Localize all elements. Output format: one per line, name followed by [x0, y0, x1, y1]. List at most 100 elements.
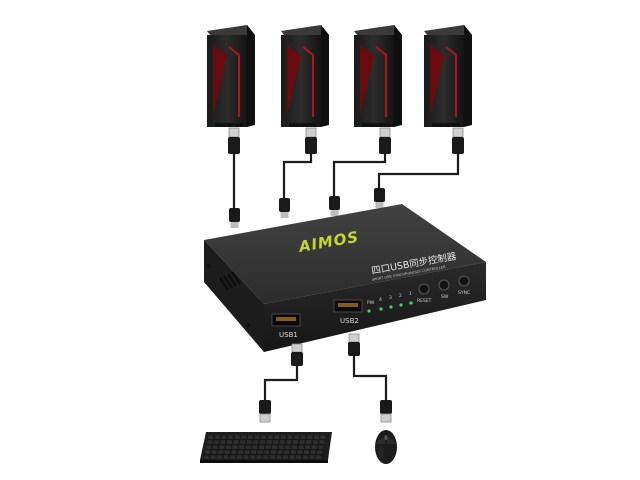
- keyboard-key: [316, 449, 323, 455]
- keyboard-key: [284, 444, 291, 450]
- keyboard-key: [226, 439, 233, 445]
- usb-cable-4: [377, 154, 460, 196]
- keyboard-key: [297, 444, 305, 450]
- keyboard-key: [224, 449, 231, 455]
- sync-button[interactable]: [458, 275, 470, 287]
- keyboard-key: [282, 454, 289, 460]
- keyboard-key: [317, 444, 324, 450]
- side-screw: [246, 323, 250, 327]
- usb-a-plug-4: [452, 127, 464, 154]
- keyboard-cable: [263, 356, 299, 404]
- keyboard-key: [296, 449, 303, 455]
- keyboard-key: [275, 454, 283, 460]
- keyboard-key: [260, 434, 267, 440]
- usb-b-plug-2: [279, 198, 290, 218]
- keyboard-key: [303, 449, 310, 455]
- keyboard-key: [310, 449, 317, 455]
- keyboard-key: [263, 449, 270, 455]
- keyboard-key: [285, 439, 292, 445]
- keyboard-keys: [203, 434, 327, 460]
- usb-b-plug-3: [329, 196, 340, 216]
- keyboard-key: [252, 439, 259, 445]
- keyboard-key: [286, 434, 294, 440]
- led-label-3: 3: [389, 295, 392, 301]
- keyboard-key: [217, 449, 224, 455]
- usb-a-plug-mouse: [380, 400, 392, 423]
- led-label-pw: PW: [367, 300, 375, 306]
- keyboard-key: [223, 454, 230, 460]
- keyboard-key: [304, 444, 311, 450]
- keyboard-key: [206, 439, 213, 445]
- keyboard-key: [205, 444, 212, 450]
- keyboard-key: [299, 439, 306, 445]
- keyboard-key: [236, 454, 243, 460]
- keyboard-key: [234, 434, 241, 440]
- usb-port-1-label: USB1: [279, 331, 298, 339]
- keyboard-key: [273, 434, 280, 440]
- led-label-2: 2: [399, 293, 402, 299]
- keyboard-key: [209, 454, 217, 460]
- usb-b-plug-1: [229, 208, 240, 228]
- usb-b-plug-4: [374, 188, 385, 208]
- reset-button[interactable]: [418, 283, 430, 295]
- usb-a-plug-2: [305, 127, 317, 154]
- led-indicators: PW 4 3 2 1: [367, 291, 413, 313]
- led-1: [409, 301, 413, 305]
- keyboard-key: [251, 444, 258, 450]
- computer-tower-2: [281, 25, 329, 127]
- keyboard-key: [258, 444, 265, 450]
- keyboard-key: [207, 434, 214, 440]
- usb-a-plug-keyboard-switch: [291, 343, 303, 366]
- keyboard-key: [291, 444, 298, 450]
- keyboard-key: [253, 434, 261, 440]
- keyboard-key: [244, 449, 251, 455]
- keyboard-key: [216, 454, 223, 460]
- keyboard-key: [269, 454, 276, 460]
- keyboard-key: [211, 449, 218, 455]
- keyboard-key: [256, 454, 263, 460]
- keyboard-key: [203, 454, 210, 460]
- keyboard-key: [315, 454, 322, 460]
- keyboard-key: [213, 439, 220, 445]
- keyboard-key: [295, 454, 302, 460]
- keyboard-key: [277, 449, 284, 455]
- keyboard-key: [218, 444, 225, 450]
- usb-a-plug-3: [379, 127, 391, 154]
- led-3: [389, 305, 393, 309]
- computer-tower-1: [207, 25, 255, 127]
- keyboard-key: [240, 434, 247, 440]
- keyboard-key: [283, 449, 290, 455]
- sw-button-label: SW: [441, 294, 449, 300]
- keyboard-key: [257, 449, 264, 455]
- keyboard-key: [204, 449, 211, 455]
- usb-a-plug-keyboard: [259, 400, 271, 423]
- keyboard-key: [272, 439, 279, 445]
- keyboard-key: [280, 434, 287, 440]
- keyboard-key: [245, 444, 252, 450]
- usb-port-1: [271, 313, 301, 327]
- keyboard-key: [312, 439, 319, 445]
- keyboard-key: [219, 439, 226, 445]
- sync-button-label: SYNC: [458, 290, 470, 296]
- usb-cable-2: [282, 154, 313, 200]
- usb-switch-box: [204, 204, 486, 352]
- keyboard-key: [230, 449, 237, 455]
- keyboard: [200, 432, 332, 463]
- keyboard-key: [231, 444, 239, 450]
- keyboard-key: [311, 444, 318, 450]
- keyboard-key: [278, 444, 285, 450]
- usb-a-plug-1: [228, 127, 240, 154]
- keyboard-key: [266, 439, 273, 445]
- keyboard-key: [225, 444, 232, 450]
- keyboard-key: [249, 454, 256, 460]
- usb-cable-3: [332, 154, 387, 198]
- led-label-1: 1: [409, 291, 412, 297]
- led-2: [399, 303, 403, 307]
- keyboard-key: [212, 444, 219, 450]
- sw-button[interactable]: [438, 279, 450, 291]
- computer-tower-3: [354, 25, 402, 127]
- keyboard-key: [319, 434, 327, 440]
- mouse: [375, 430, 397, 464]
- led-label-4: 4: [379, 297, 382, 303]
- keyboard-key: [279, 439, 286, 445]
